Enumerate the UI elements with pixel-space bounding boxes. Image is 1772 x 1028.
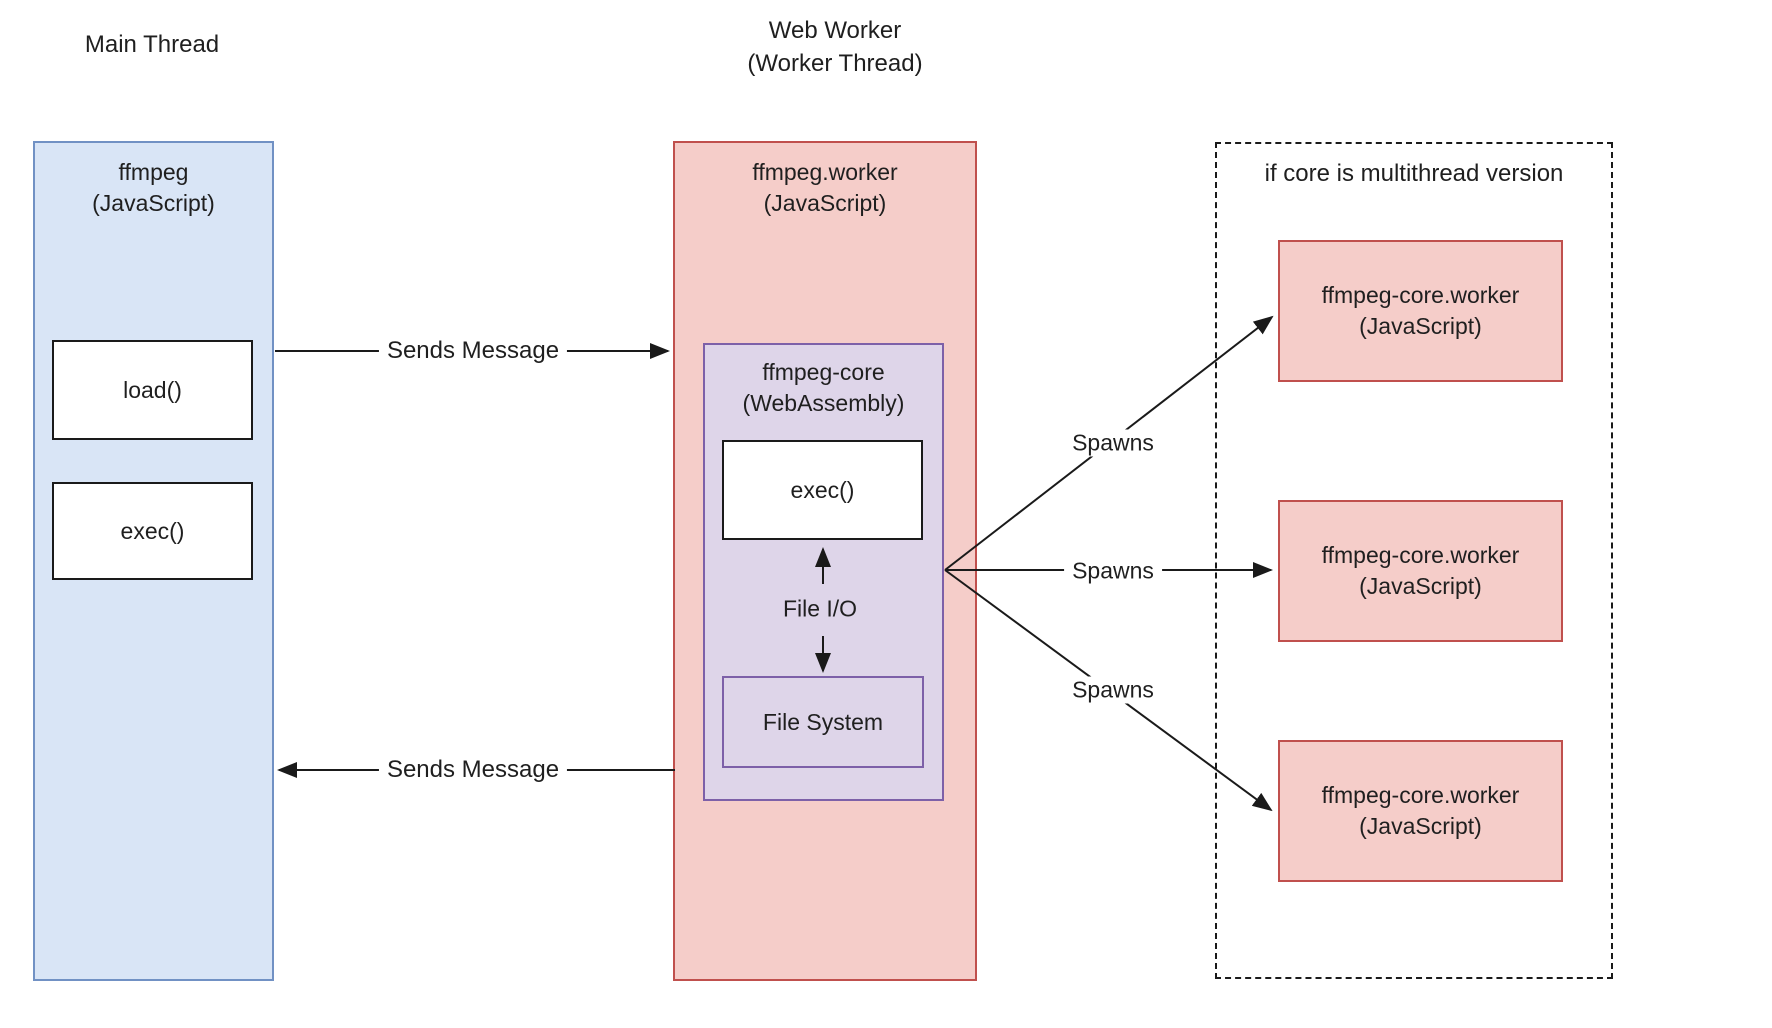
file-io-label: File I/O xyxy=(782,595,858,622)
spawns-label-middle: Spawns xyxy=(1064,557,1162,585)
sends-message-label-bottom: Sends Message xyxy=(378,756,568,784)
load-method-label: load() xyxy=(123,376,182,403)
web-worker-header: Web Worker (Worker Thread) xyxy=(747,14,922,80)
ffmpeg-worker-box: ffmpeg.worker (JavaScript) ffmpeg-core (… xyxy=(673,141,977,981)
core-worker-2-line1: ffmpeg-core.worker xyxy=(1321,542,1520,568)
core-worker-box-3: ffmpeg-core.worker (JavaScript) xyxy=(1278,740,1563,882)
ffmpeg-worker-title-line2: (JavaScript) xyxy=(763,190,887,216)
core-exec-method-label: exec() xyxy=(790,476,855,503)
main-thread-header-text: Main Thread xyxy=(84,31,220,58)
ffmpeg-main-thread-box: ffmpeg (JavaScript) load() exec() xyxy=(33,141,274,981)
multithread-condition-box: if core is multithread version ffmpeg-co… xyxy=(1215,142,1613,979)
core-worker-1-line2: (JavaScript) xyxy=(1359,313,1482,339)
core-exec-method-box: exec() xyxy=(722,440,923,540)
ffmpeg-worker-title-line1: ffmpeg.worker xyxy=(752,159,898,185)
ffmpeg-title-line1: ffmpeg xyxy=(118,159,189,185)
core-worker-2-line2: (JavaScript) xyxy=(1359,573,1482,599)
web-worker-header-line1: Web Worker xyxy=(768,17,902,44)
sends-message-label-top: Sends Message xyxy=(378,337,568,365)
core-worker-box-2: ffmpeg-core.worker (JavaScript) xyxy=(1278,500,1563,642)
file-system-label: File System xyxy=(762,708,884,735)
core-worker-3-line1: ffmpeg-core.worker xyxy=(1321,782,1520,808)
core-worker-3-line2: (JavaScript) xyxy=(1359,813,1482,839)
core-worker-1-line1: ffmpeg-core.worker xyxy=(1321,282,1520,308)
file-system-box: File System xyxy=(722,676,924,768)
load-method-box: load() xyxy=(52,340,253,440)
multithread-condition-title: if core is multithread version xyxy=(1264,160,1564,187)
spawns-label-top: Spawns xyxy=(1064,429,1162,457)
web-worker-header-line2: (Worker Thread) xyxy=(747,50,923,77)
ffmpeg-core-title-line1: ffmpeg-core xyxy=(762,359,885,385)
core-worker-box-1: ffmpeg-core.worker (JavaScript) xyxy=(1278,240,1563,382)
exec-method-box: exec() xyxy=(52,482,253,580)
ffmpeg-worker-box-title: ffmpeg.worker (JavaScript) xyxy=(675,143,975,219)
ffmpeg-core-box-title: ffmpeg-core (WebAssembly) xyxy=(705,345,942,419)
ffmpeg-core-box: ffmpeg-core (WebAssembly) exec() File Sy… xyxy=(703,343,944,801)
exec-method-label: exec() xyxy=(120,517,185,544)
spawns-label-bottom: Spawns xyxy=(1064,676,1162,704)
ffmpeg-core-title-line2: (WebAssembly) xyxy=(742,390,905,416)
ffmpeg-title-line2: (JavaScript) xyxy=(92,190,215,216)
main-thread-header: Main Thread xyxy=(85,28,219,61)
ffmpeg-main-thread-box-title: ffmpeg (JavaScript) xyxy=(35,143,272,219)
